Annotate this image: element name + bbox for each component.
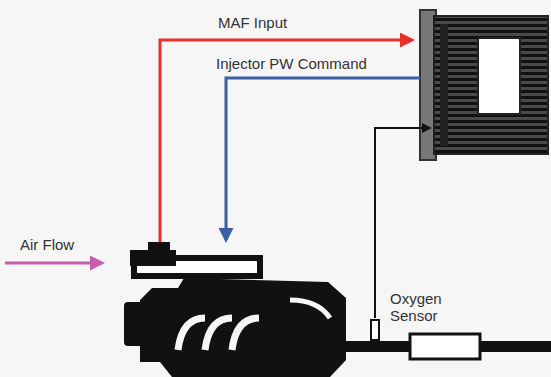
oxygen-sensor (371, 320, 379, 340)
oxygen-signal-wire (375, 128, 430, 318)
ecu-window (478, 38, 520, 114)
engine-detail (290, 300, 330, 318)
air-flow-arrow (5, 262, 102, 265)
ecu-edge (440, 24, 448, 146)
signal-label: Injector PW Command (216, 55, 367, 72)
flow-label: Air Flow (20, 236, 74, 253)
ecu-module (420, 10, 548, 160)
intake-runner (205, 318, 232, 350)
muffler (410, 334, 480, 359)
maf-sensor-head (148, 242, 170, 254)
signal-label: MAF Input (218, 14, 287, 31)
intake-runner (232, 318, 259, 350)
part-label: Oxygen Sensor (390, 290, 452, 324)
engine-pulley (124, 302, 144, 346)
ecu-body (434, 16, 548, 154)
engine-block (140, 278, 346, 377)
engine (124, 242, 551, 377)
intake-runner (178, 318, 205, 350)
injector-command-wire (226, 78, 420, 240)
